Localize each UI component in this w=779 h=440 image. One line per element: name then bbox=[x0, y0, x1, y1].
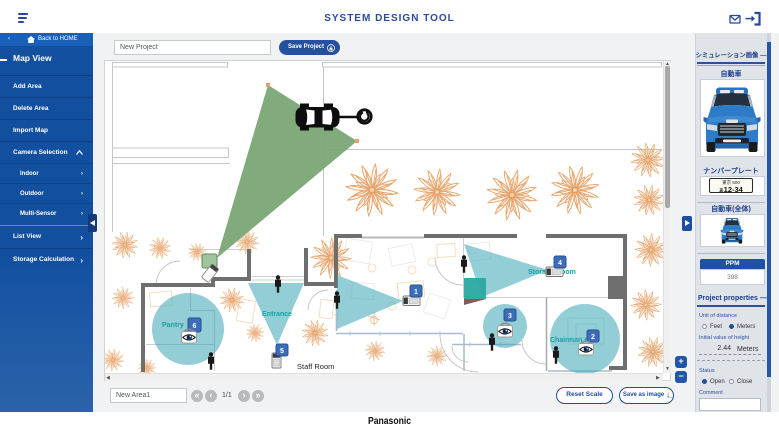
svg-text:5: 5 bbox=[280, 348, 284, 355]
svg-text:Entrance: Entrance bbox=[262, 311, 292, 318]
svg-text:Chairman ro: Chairman ro bbox=[550, 337, 591, 344]
svg-text:4: 4 bbox=[558, 260, 562, 267]
svg-text:2: 2 bbox=[591, 334, 595, 341]
svg-text:6: 6 bbox=[193, 323, 197, 330]
svg-text:1: 1 bbox=[414, 289, 418, 296]
svg-text:Pantry: Pantry bbox=[162, 322, 184, 329]
svg-text:3: 3 bbox=[508, 313, 512, 320]
svg-text:Staff Room: Staff Room bbox=[297, 362, 334, 371]
